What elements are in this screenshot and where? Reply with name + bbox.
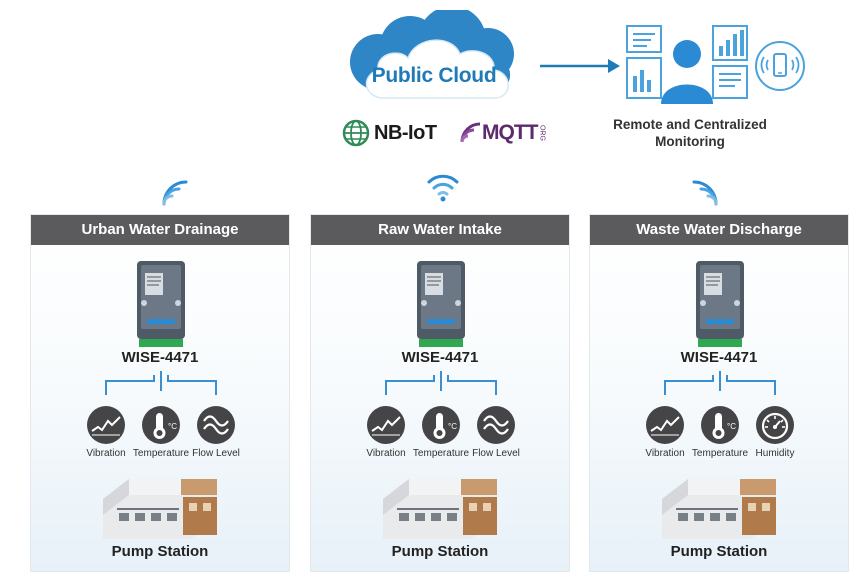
monitoring-caption-line1: Remote and Centralized [613, 117, 767, 132]
cloud-icon [350, 6, 514, 99]
sensor-connector-lines [105, 371, 217, 395]
pump-station-illustration [662, 479, 776, 539]
pump-station-illustration [103, 479, 217, 539]
svg-text:°C: °C [727, 422, 736, 431]
flow-level-icon [197, 406, 235, 444]
panel-raw-water-intake: Raw Water Intake WISE-4471 Vibration [310, 214, 570, 572]
sensor-label: Vibration [86, 448, 126, 459]
vibration-icon [87, 406, 125, 444]
device-name: WISE-4471 [121, 349, 199, 366]
panel-urban-water-drainage: Urban Water Drainage WISE-4471 Vibration [30, 214, 290, 572]
wifi-signal-icon [162, 180, 188, 206]
sensor-label: Humidity [755, 448, 795, 459]
thermometer-icon: °C [422, 406, 460, 444]
panel-title: Urban Water Drainage [31, 215, 289, 245]
public-cloud: Public Cloud [340, 6, 540, 110]
sensor-label: Temperature [132, 448, 190, 459]
panel-title: Waste Water Discharge [590, 215, 848, 245]
sensor-label: Vibration [366, 448, 406, 459]
monitoring-caption: Remote and Centralized Monitoring [590, 116, 790, 150]
sensor-flow-level: Flow Level [466, 405, 526, 459]
sensor-vibration: Vibration [635, 405, 695, 459]
station-name: Pump Station [391, 543, 489, 560]
station-name: Pump Station [670, 543, 768, 560]
sensor-label: Temperature [412, 448, 470, 459]
svg-text:°C: °C [448, 422, 457, 431]
flow-level-icon [477, 406, 515, 444]
sensor-vibration: Vibration [76, 405, 136, 459]
sensor-flow-level: Flow Level [186, 405, 246, 459]
sensor-vibration: Vibration [356, 405, 416, 459]
thermometer-icon: °C [701, 406, 739, 444]
wifi-signal-icon [427, 174, 459, 202]
pump-station-illustration [383, 479, 497, 539]
sensor-temperature: °C Temperature [411, 405, 471, 459]
globe-icon [342, 119, 370, 147]
sensor-label: Flow Level [472, 448, 520, 459]
arrow-right-icon [540, 59, 620, 73]
cloud-label: Public Cloud [371, 64, 497, 87]
svg-text:°C: °C [168, 422, 177, 431]
station-name: Pump Station [111, 543, 209, 560]
wise-device-icon [137, 261, 185, 347]
nbiot-logo: NB-IoT [342, 119, 437, 147]
device-name: WISE-4471 [680, 349, 758, 366]
panel-waste-water-discharge: Waste Water Discharge WISE-4471 Vibratio… [589, 214, 849, 572]
mqtt-label: MQTT [482, 121, 538, 144]
sensor-connector-lines [385, 371, 497, 395]
humidity-gauge-icon [756, 406, 794, 444]
monitoring-dashboard-icon [626, 25, 748, 104]
sensor-label: Flow Level [192, 448, 240, 459]
mqtt-logo: MQTT ORG [460, 120, 545, 146]
mqtt-signal-icon [460, 122, 481, 143]
vibration-icon [367, 406, 405, 444]
mqtt-suffix: ORG [538, 125, 546, 141]
vibration-icon [646, 406, 684, 444]
monitoring-caption-line2: Monitoring [655, 134, 725, 149]
sensor-label: Temperature [691, 448, 749, 459]
sensor-temperature: °C Temperature [690, 405, 750, 459]
sensor-humidity: Humidity [745, 405, 805, 459]
nbiot-label: NB-IoT [374, 121, 437, 144]
sensor-temperature: °C Temperature [131, 405, 191, 459]
thermometer-icon: °C [142, 406, 180, 444]
device-name: WISE-4471 [401, 349, 479, 366]
mobile-phone-icon [755, 41, 805, 91]
wise-device-icon [696, 261, 744, 347]
wise-device-icon [417, 261, 465, 347]
sensor-label: Vibration [645, 448, 685, 459]
panel-title: Raw Water Intake [311, 215, 569, 245]
sensor-connector-lines [664, 371, 776, 395]
wifi-signal-icon [692, 180, 718, 206]
